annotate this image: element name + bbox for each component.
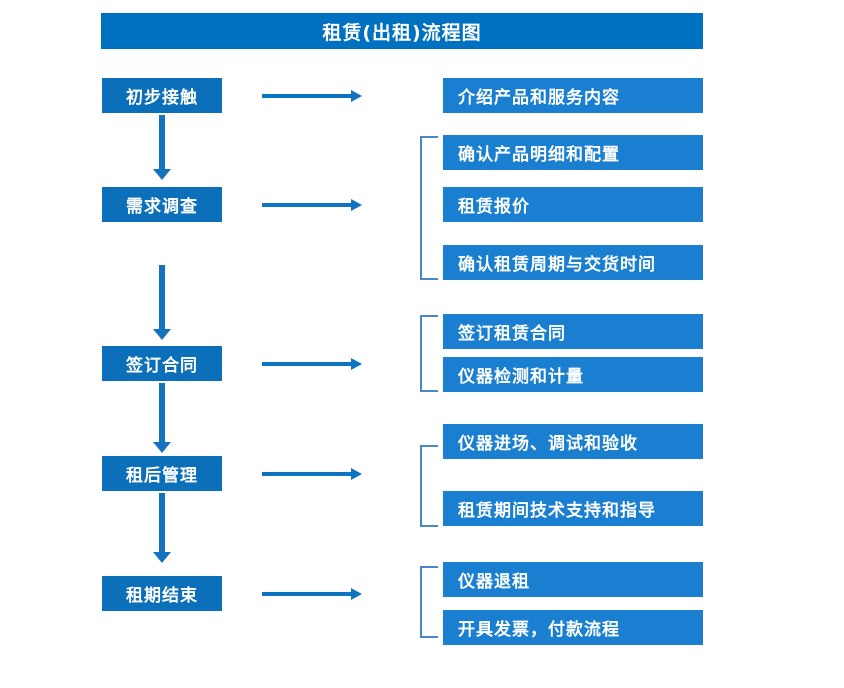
page-title: 租赁(出租)流程图 xyxy=(101,13,703,49)
right-arrow-icon-2 xyxy=(262,197,362,213)
detail-box-2-1[interactable]: 确认产品明细和配置 xyxy=(443,135,703,170)
arrow-head xyxy=(351,468,362,480)
detail-box-3-2[interactable]: 仪器检测和计量 xyxy=(443,357,703,392)
arrow-head xyxy=(153,329,171,340)
stage-box-2[interactable]: 需求调查 xyxy=(102,187,222,222)
arrow-shaft xyxy=(262,472,351,476)
stage-box-4[interactable]: 租后管理 xyxy=(102,456,222,491)
arrow-head xyxy=(351,358,362,370)
right-arrow-icon-3 xyxy=(262,356,362,372)
group-bracket-5 xyxy=(420,566,438,638)
detail-box-1-1[interactable]: 介绍产品和服务内容 xyxy=(443,78,703,113)
detail-box-5-2[interactable]: 开具发票，付款流程 xyxy=(443,610,703,645)
down-arrow-icon-4 xyxy=(153,493,171,563)
arrow-head xyxy=(153,552,171,563)
arrow-shaft xyxy=(159,265,165,329)
arrow-head xyxy=(351,90,362,102)
down-arrow-icon-2 xyxy=(153,265,171,340)
right-arrow-icon-5 xyxy=(262,586,362,602)
right-arrow-icon-4 xyxy=(262,466,362,482)
detail-box-2-3[interactable]: 确认租赁周期与交货时间 xyxy=(443,245,703,280)
stage-box-3[interactable]: 签订合同 xyxy=(102,346,222,381)
down-arrow-icon-3 xyxy=(153,383,171,453)
stage-box-1[interactable]: 初步接触 xyxy=(102,78,222,113)
group-bracket-2 xyxy=(420,136,438,280)
arrow-shaft xyxy=(159,383,165,442)
detail-box-5-1[interactable]: 仪器退租 xyxy=(443,562,703,597)
arrow-head xyxy=(153,169,171,180)
arrow-head xyxy=(153,442,171,453)
detail-box-3-1[interactable]: 签订租赁合同 xyxy=(443,314,703,349)
arrow-head xyxy=(351,199,362,211)
detail-box-2-2[interactable]: 租赁报价 xyxy=(443,187,703,222)
arrow-shaft xyxy=(262,94,351,98)
arrow-shaft xyxy=(159,493,165,552)
arrow-head xyxy=(351,588,362,600)
detail-box-4-1[interactable]: 仪器进场、调试和验收 xyxy=(443,424,703,459)
arrow-shaft xyxy=(262,362,351,366)
group-bracket-3 xyxy=(420,315,438,392)
detail-box-4-2[interactable]: 租赁期间技术支持和指导 xyxy=(443,491,703,526)
arrow-shaft xyxy=(262,592,351,596)
group-bracket-4 xyxy=(420,445,438,527)
down-arrow-icon-1 xyxy=(153,115,171,180)
arrow-shaft xyxy=(159,115,165,169)
stage-box-5[interactable]: 租期结束 xyxy=(102,576,222,611)
right-arrow-icon-1 xyxy=(262,88,362,104)
arrow-shaft xyxy=(262,203,351,207)
